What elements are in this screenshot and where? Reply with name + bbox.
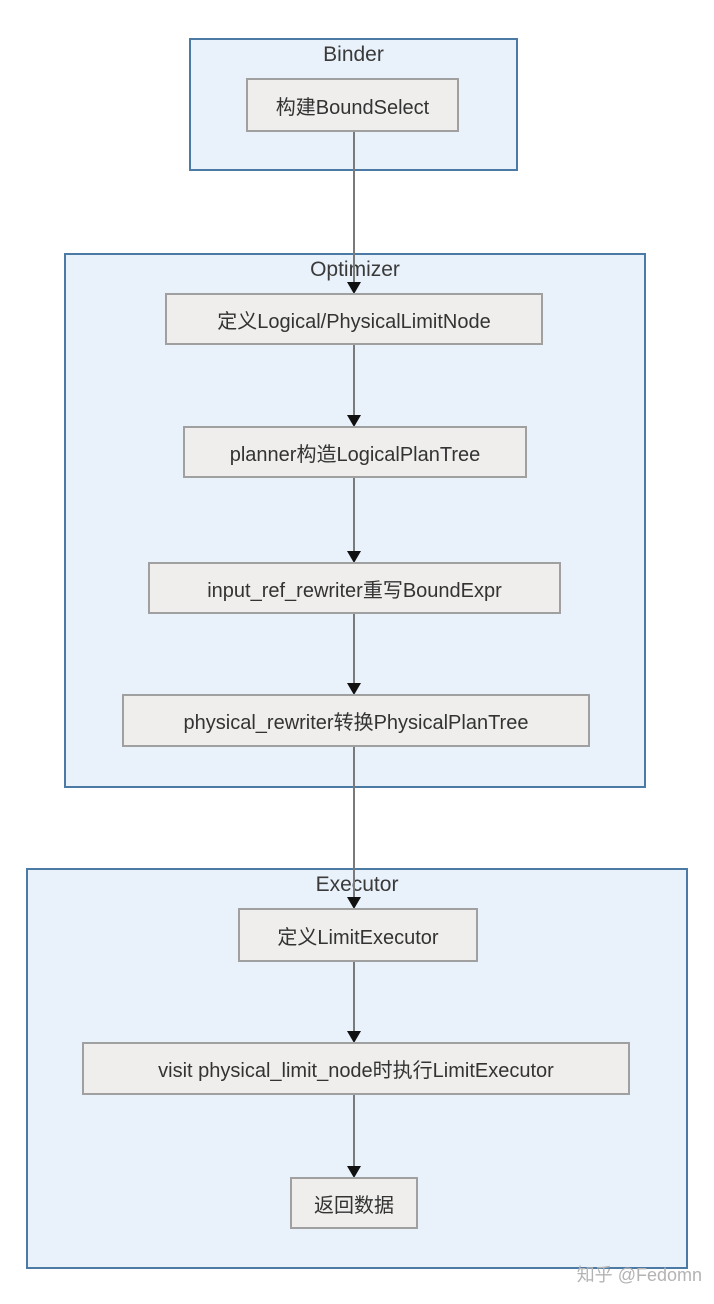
- node-visit-physical-limit-node-run-limitexecutor: visit physical_limit_node时执行LimitExecuto…: [82, 1042, 630, 1095]
- zhihu-watermark: 知乎 @Fedomn: [576, 1265, 702, 1285]
- arrowhead-down-icon: [347, 282, 361, 294]
- connector-physicalrewriter-to-limitexecutor: [353, 747, 355, 898]
- node-define-limitexecutor: 定义LimitExecutor: [238, 908, 478, 962]
- connector-visit-to-returndata: [353, 1095, 355, 1167]
- arrowhead-down-icon: [347, 1166, 361, 1178]
- node-build-boundselect: 构建BoundSelect: [246, 78, 459, 132]
- arrowhead-down-icon: [347, 551, 361, 563]
- group-binder-title: Binder: [323, 43, 384, 66]
- node-physical-rewriter-convert-physicalplantree: physical_rewriter转换PhysicalPlanTree: [122, 694, 590, 747]
- connector-boundselect-to-limitnode: [353, 132, 355, 283]
- connector-inputref-to-physicalrewriter: [353, 613, 355, 684]
- arrowhead-down-icon: [347, 683, 361, 695]
- node-return-data: 返回数据: [290, 1177, 418, 1229]
- node-planner-build-logicalplantree: planner构造LogicalPlanTree: [183, 426, 527, 478]
- connector-limitexecutor-to-visit: [353, 961, 355, 1032]
- group-optimizer-title: Optimizer: [66, 255, 644, 282]
- arrowhead-down-icon: [347, 1031, 361, 1043]
- arrowhead-down-icon: [347, 415, 361, 427]
- connector-limitnode-to-planner: [353, 345, 355, 416]
- connector-planner-to-inputref: [353, 478, 355, 552]
- node-input-ref-rewriter-rewrite-boundexpr: input_ref_rewriter重写BoundExpr: [148, 562, 561, 614]
- group-executor-title: Executor: [315, 873, 399, 896]
- node-define-logical-physical-limitnode: 定义Logical/PhysicalLimitNode: [165, 293, 543, 345]
- arrowhead-down-icon: [347, 897, 361, 909]
